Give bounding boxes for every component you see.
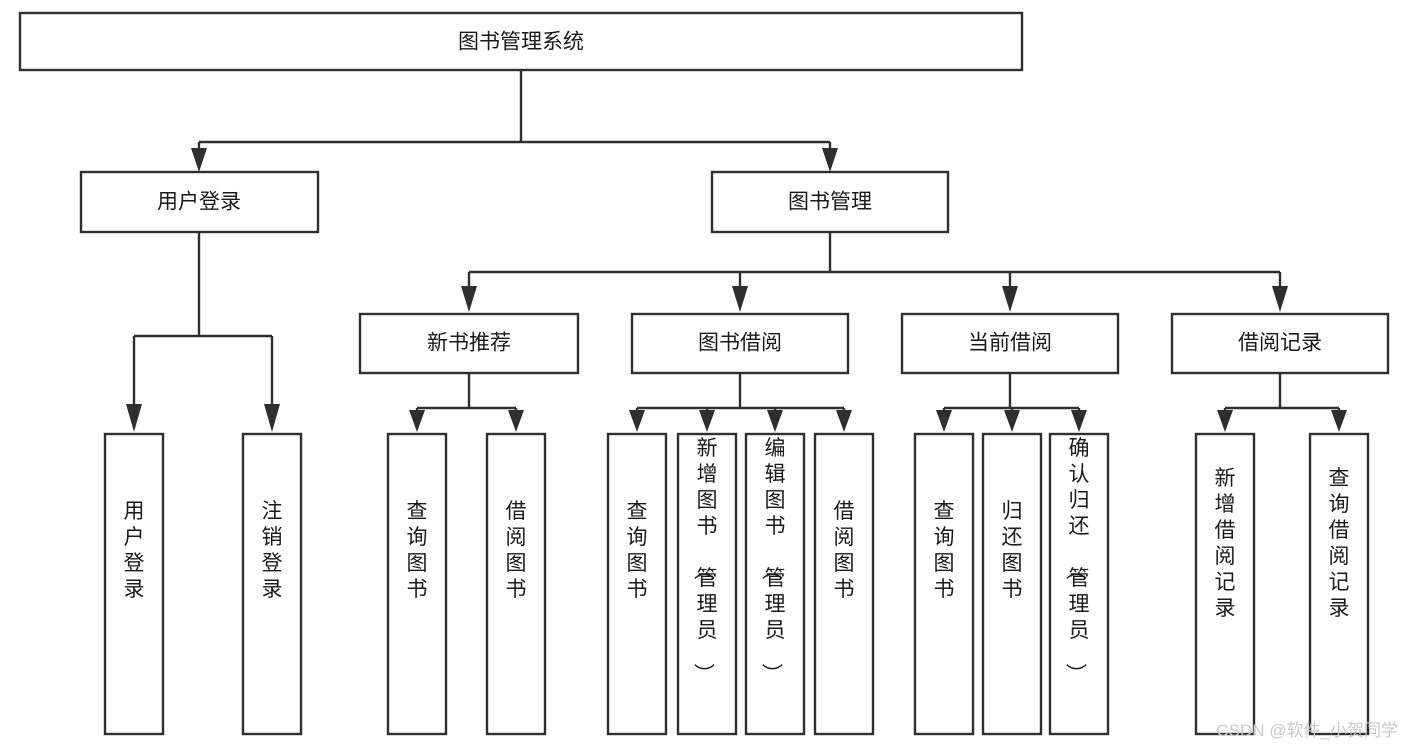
node-book-borrow-label: 图书借阅 bbox=[698, 332, 782, 355]
node-book-borrow-box[interactable] bbox=[630, 312, 850, 375]
arrow-head-cb-leaf-3 bbox=[1071, 410, 1087, 432]
node-leaf-add-borrow-record[interactable]: 新增借阅记录 bbox=[1194, 432, 1256, 736]
arrow-head-bm-to-current-borrow bbox=[1002, 286, 1018, 312]
node-leaf-confirm-return-admin-box[interactable] bbox=[1048, 432, 1110, 736]
node-leaf-query-book-recommend-label: 查询图书 bbox=[407, 500, 428, 601]
node-borrow-record-box[interactable] bbox=[1170, 312, 1390, 375]
arrow-head-root-to-book-management bbox=[822, 148, 838, 172]
node-root[interactable]: 图书管理系统 bbox=[18, 11, 1024, 72]
node-leaf-user-login[interactable]: 用户登录 bbox=[103, 432, 165, 736]
arrow-head-cb-leaf-1 bbox=[936, 410, 952, 432]
arrow-head-nbr-leaf-2 bbox=[508, 410, 524, 432]
node-leaf-query-book-recommend[interactable]: 查询图书 bbox=[386, 432, 448, 736]
node-leaf-edit-book-admin-label: 编辑图书（管理员） bbox=[760, 437, 786, 684]
node-current-borrow[interactable]: 当前借阅 bbox=[900, 312, 1120, 375]
arrow-head-br-leaf-1 bbox=[1217, 410, 1233, 432]
node-leaf-return-book-label: 归还图书 bbox=[1002, 500, 1023, 601]
node-current-borrow-label: 当前借阅 bbox=[968, 332, 1052, 355]
node-leaf-query-book-borrow-box[interactable] bbox=[606, 432, 668, 736]
node-book-borrow[interactable]: 图书借阅 bbox=[630, 312, 850, 375]
arrow-head-bm-to-book-borrow bbox=[732, 286, 748, 312]
node-leaf-confirm-return-admin-label: 确认归还（管理员） bbox=[1064, 437, 1090, 684]
node-leaf-query-book-borrow[interactable]: 查询图书 bbox=[606, 432, 668, 736]
arrow-head-cb-leaf-2 bbox=[1004, 410, 1020, 432]
node-leaf-return-book[interactable]: 归还图书 bbox=[981, 432, 1043, 736]
arrow-head-bb-leaf-3 bbox=[767, 410, 783, 432]
node-leaf-query-book-current-box[interactable] bbox=[913, 432, 975, 736]
node-leaf-add-book-admin-box[interactable] bbox=[676, 432, 738, 736]
arrow-head-bb-leaf-4 bbox=[836, 410, 852, 432]
node-user-login[interactable]: 用户登录 bbox=[79, 170, 320, 234]
node-leaf-borrow-book-recommend-box[interactable] bbox=[485, 432, 547, 736]
node-leaf-borrow-book-recommend[interactable]: 借阅图书 bbox=[485, 432, 547, 736]
node-user-login-label: 用户登录 bbox=[157, 191, 241, 214]
node-leaf-logout-login-box[interactable] bbox=[241, 432, 303, 736]
arrow-head-nbr-leaf-1 bbox=[409, 410, 425, 432]
node-borrow-record-label: 借阅记录 bbox=[1238, 332, 1322, 355]
node-leaf-user-login-box[interactable] bbox=[103, 432, 165, 736]
node-leaf-borrow-book-label: 借阅图书 bbox=[834, 500, 855, 601]
node-root-label: 图书管理系统 bbox=[458, 31, 584, 54]
arrow-head-root-to-user-login bbox=[191, 148, 207, 172]
node-leaf-edit-book-admin-box[interactable] bbox=[744, 432, 806, 736]
node-leaf-query-book-borrow-label: 查询图书 bbox=[627, 500, 648, 601]
csdn-watermark: CSDN @软件_小贺同学 bbox=[1216, 721, 1398, 740]
node-leaf-user-login-label: 用户登录 bbox=[124, 500, 145, 601]
node-leaf-add-book-admin[interactable]: 新增图书（管理员） bbox=[676, 432, 738, 736]
node-leaf-logout-login-label: 注销登录 bbox=[262, 500, 283, 601]
node-leaf-add-borrow-record-box[interactable] bbox=[1194, 432, 1256, 736]
node-current-borrow-box[interactable] bbox=[900, 312, 1120, 375]
node-leaf-borrow-book-box[interactable] bbox=[813, 432, 875, 736]
node-leaf-logout-login[interactable]: 注销登录 bbox=[241, 432, 303, 736]
node-leaf-query-book-recommend-box[interactable] bbox=[386, 432, 448, 736]
node-layer: 图书管理系统 用户登录 图书管理 新书推荐 图书借阅 bbox=[18, 11, 1390, 736]
node-new-book-recommend[interactable]: 新书推荐 bbox=[358, 312, 580, 375]
arrow-head-user-login-leaf-1 bbox=[126, 404, 142, 432]
node-leaf-query-borrow-record[interactable]: 查询借阅记录 bbox=[1308, 432, 1370, 736]
node-leaf-add-borrow-record-label: 新增借阅记录 bbox=[1215, 467, 1236, 620]
node-leaf-edit-book-admin[interactable]: 编辑图书（管理员） bbox=[744, 432, 806, 736]
node-leaf-query-borrow-record-box[interactable] bbox=[1308, 432, 1370, 736]
node-leaf-confirm-return-admin[interactable]: 确认归还（管理员） bbox=[1048, 432, 1110, 736]
node-leaf-query-book-current[interactable]: 查询图书 bbox=[913, 432, 975, 736]
node-user-login-box[interactable] bbox=[79, 170, 320, 234]
arrow-head-bm-to-borrow-record bbox=[1272, 286, 1288, 312]
node-leaf-query-book-current-label: 查询图书 bbox=[934, 500, 955, 601]
node-new-book-recommend-box[interactable] bbox=[358, 312, 580, 375]
node-borrow-record[interactable]: 借阅记录 bbox=[1170, 312, 1390, 375]
node-book-management-label: 图书管理 bbox=[788, 191, 872, 214]
node-new-book-recommend-label: 新书推荐 bbox=[427, 332, 511, 355]
node-leaf-borrow-book[interactable]: 借阅图书 bbox=[813, 432, 875, 736]
connector-layer bbox=[126, 70, 1347, 432]
node-leaf-return-book-box[interactable] bbox=[981, 432, 1043, 736]
arrow-head-bm-to-new-book-recommend bbox=[461, 286, 477, 312]
node-root-box[interactable] bbox=[18, 11, 1024, 72]
arrow-head-user-login-leaf-2 bbox=[264, 404, 280, 432]
arrow-head-bb-leaf-2 bbox=[699, 410, 715, 432]
node-leaf-borrow-book-recommend-label: 借阅图书 bbox=[506, 500, 527, 601]
node-leaf-add-book-admin-label: 新增图书（管理员） bbox=[692, 437, 718, 684]
node-leaf-query-borrow-record-label: 查询借阅记录 bbox=[1329, 467, 1350, 620]
arrow-head-bb-leaf-1 bbox=[629, 410, 645, 432]
node-book-management[interactable]: 图书管理 bbox=[710, 170, 950, 234]
arrow-head-br-leaf-2 bbox=[1331, 410, 1347, 432]
node-book-management-box[interactable] bbox=[710, 170, 950, 234]
